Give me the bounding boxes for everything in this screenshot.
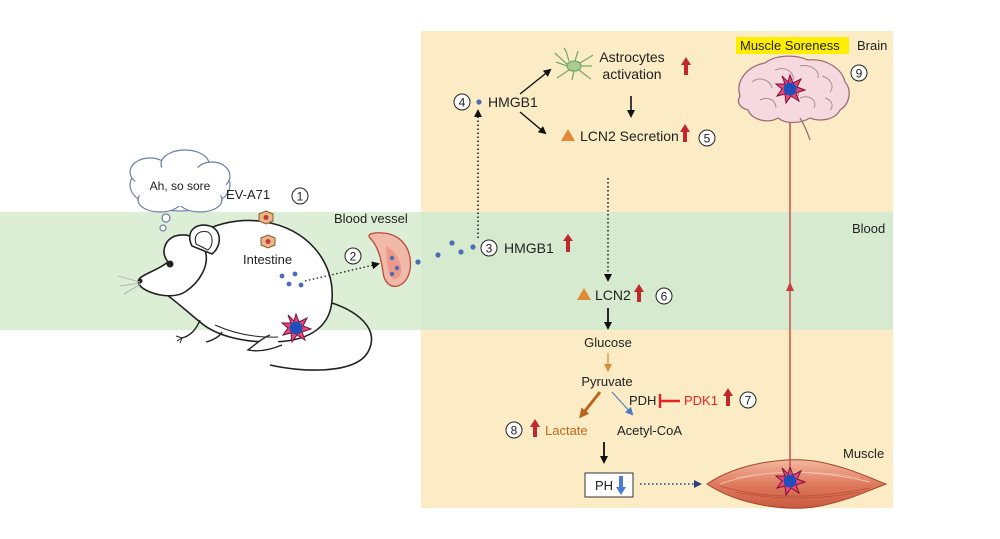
blood-region-label: Blood bbox=[852, 221, 885, 236]
svg-text:9: 9 bbox=[856, 67, 863, 81]
pdk1-inhibition-icon bbox=[658, 394, 680, 408]
intestine-label: Intestine bbox=[243, 252, 292, 267]
lcn2-blood-up-arrow bbox=[634, 284, 644, 302]
hmgb1-to-astrocytes-arrow bbox=[519, 68, 552, 95]
lcn2-secretion-up-arrow bbox=[680, 124, 690, 142]
pdh-label: PDH bbox=[629, 393, 656, 408]
virus-label: EV-A71 bbox=[226, 187, 270, 202]
virus-particle-icon bbox=[260, 234, 276, 249]
pdk1-label: PDK1 bbox=[684, 393, 718, 408]
pyruvate-label: Pyruvate bbox=[581, 374, 632, 389]
hmgb1-to-lcn2-arrow bbox=[519, 111, 547, 135]
muscle-region-label: Muscle bbox=[843, 446, 884, 461]
astrocytes-line2: activation bbox=[602, 66, 661, 82]
blood-vessel-label: Blood vessel bbox=[334, 211, 408, 226]
virus-particle-icon bbox=[258, 210, 274, 225]
muscle-soreness-highlight bbox=[736, 37, 849, 54]
ph-label: PH bbox=[595, 478, 613, 493]
soreness-star-icon bbox=[280, 312, 313, 344]
pyruvate-to-lactate-arrow bbox=[579, 391, 602, 419]
hmgb1-blood-label: HMGB1 bbox=[504, 240, 554, 256]
step-6-marker: 6 bbox=[655, 287, 673, 305]
lcn2-blood-triangle-icon bbox=[577, 288, 591, 300]
svg-text:1: 1 bbox=[297, 190, 304, 204]
speech-text: Ah, so sore bbox=[150, 179, 211, 193]
ph-down-arrow bbox=[616, 476, 626, 495]
step-7-marker: 7 bbox=[739, 391, 757, 409]
brain-soreness-star-icon bbox=[774, 73, 807, 105]
step-9-marker: 9 bbox=[850, 64, 868, 82]
pyruvate-to-acetylcoa-arrow bbox=[611, 391, 634, 416]
intestine-to-vessel-arrow bbox=[304, 261, 380, 282]
mid-arrowhead bbox=[786, 282, 794, 291]
pdk1-up-arrow bbox=[723, 388, 733, 406]
astrocyte-icon bbox=[554, 47, 594, 81]
muscle-soreness-star-icon bbox=[774, 465, 807, 497]
hmgb1-dots-blood bbox=[415, 240, 476, 265]
muscle-soreness-label: Muscle Soreness bbox=[740, 38, 840, 53]
step-1-marker: 1 bbox=[291, 187, 309, 205]
step-3-marker: 3 bbox=[480, 239, 498, 257]
step-4-marker: 4 bbox=[453, 93, 471, 111]
mouse-illustration: Ah, so sore bbox=[117, 149, 373, 371]
step-2-marker: 2 bbox=[344, 247, 362, 265]
lactate-up-arrow bbox=[530, 419, 540, 437]
svg-text:2: 2 bbox=[350, 250, 357, 264]
astrocytes-line1: Astrocytes bbox=[599, 49, 664, 65]
lactate-label: Lactate bbox=[545, 423, 588, 438]
lcn2-blood-label: LCN2 bbox=[595, 287, 631, 303]
blood-vessel-icon bbox=[368, 232, 412, 288]
lcn2-secretion-label: LCN2 Secretion bbox=[580, 128, 679, 144]
hmgb1-blood-up-arrow bbox=[563, 234, 573, 252]
lcn2-triangle-icon bbox=[561, 129, 575, 141]
brain-region-label: Brain bbox=[857, 38, 887, 53]
intestine-dots bbox=[279, 271, 304, 288]
glucose-label: Glucose bbox=[584, 335, 632, 350]
step-5-marker: 5 bbox=[698, 129, 716, 147]
svg-text:8: 8 bbox=[511, 424, 518, 438]
astrocytes-up-arrow bbox=[681, 57, 691, 75]
svg-text:3: 3 bbox=[486, 242, 493, 256]
svg-text:6: 6 bbox=[661, 290, 668, 304]
svg-text:4: 4 bbox=[459, 96, 466, 110]
hmgb1-brain-label: HMGB1 bbox=[488, 94, 538, 110]
svg-text:5: 5 bbox=[704, 132, 711, 146]
speech-cloud: Ah, so sore bbox=[129, 149, 231, 232]
step-8-marker: 8 bbox=[505, 421, 523, 439]
ph-box bbox=[584, 472, 634, 498]
acetylcoa-label: Acetyl-CoA bbox=[617, 423, 682, 438]
svg-text:7: 7 bbox=[745, 394, 752, 408]
